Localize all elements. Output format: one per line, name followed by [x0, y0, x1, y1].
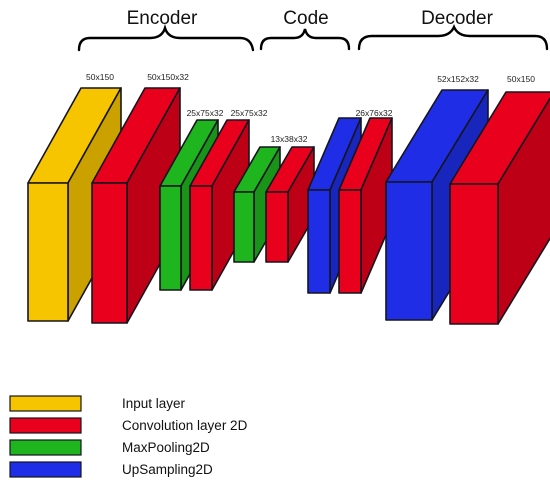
layer-block-conv-10 [449, 91, 550, 325]
block-label-conv-3: 13x38x32 [271, 134, 308, 144]
decoder-brace [357, 24, 549, 51]
block-face-front [233, 191, 255, 263]
legend-swatch-conv [9, 417, 82, 434]
section-title-decoder: Decoder [421, 8, 493, 29]
legend-label-conv: Convolution layer 2D [122, 418, 248, 433]
block-label-upsample-2: 52x152x32 [437, 74, 479, 84]
encoder-brace [77, 23, 255, 52]
block-face-front [338, 189, 362, 294]
block-face-front [265, 191, 289, 263]
code-brace [259, 28, 351, 51]
block-face-front [385, 181, 433, 321]
legend-swatch-upsample [9, 461, 82, 478]
legend-label-pool: MaxPooling2D [122, 440, 210, 455]
layer-block-conv-8 [338, 117, 393, 294]
legend: Input layer Convolution layer 2D MaxPool… [9, 395, 248, 478]
block-face-front [307, 189, 331, 294]
block-face-front [189, 185, 213, 291]
section-title-code: Code [283, 8, 328, 29]
block-label-conv-2: 25x75x32 [231, 108, 268, 118]
block-label-conv-4: 26x76x32 [356, 108, 393, 118]
section-title-encoder: Encoder [127, 8, 198, 29]
legend-label-input: Input layer [122, 396, 186, 411]
block-face-front [449, 183, 499, 325]
legend-swatch-input [9, 395, 82, 412]
layer-block-conv-4 [189, 119, 250, 291]
block-label-conv-1: 50x150x32 [147, 72, 189, 82]
layer-block-conv-6 [265, 146, 315, 263]
block-label-input: 50x150 [86, 72, 114, 82]
block-label-conv-5: 50x150 [507, 74, 535, 84]
block-face-front [91, 182, 128, 324]
legend-label-upsample: UpSampling2D [122, 462, 213, 477]
block-face-front [159, 185, 182, 291]
block-label-pool-1: 25x75x32 [187, 108, 224, 118]
legend-swatch-pool [9, 439, 82, 456]
block-face-front [27, 182, 69, 322]
